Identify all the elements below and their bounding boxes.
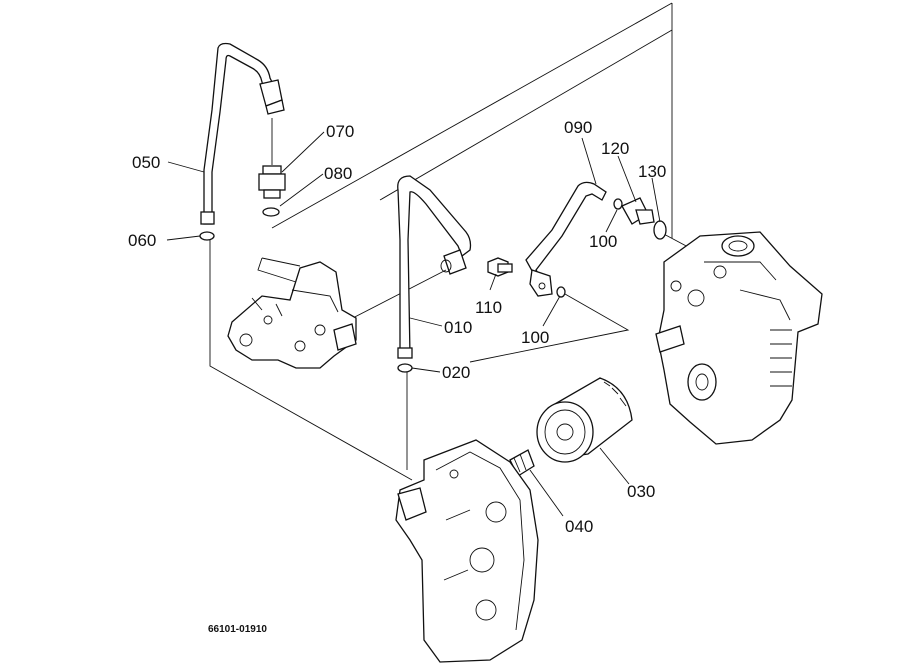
- o-ring-080[interactable]: [262, 207, 280, 217]
- label-080: 080: [324, 164, 352, 183]
- o-ring-130[interactable]: [653, 220, 667, 240]
- adapter-120[interactable]: [621, 197, 655, 225]
- label-090: 090: [564, 118, 592, 137]
- pipe-010[interactable]: [397, 175, 472, 359]
- label-030: 030: [627, 482, 655, 501]
- transmission-case[interactable]: [395, 439, 539, 663]
- o-ring-100-lower[interactable]: [556, 286, 566, 298]
- label-020: 020: [442, 363, 470, 382]
- hydraulic-pump[interactable]: [227, 257, 357, 369]
- label-070: 070: [326, 122, 354, 141]
- label-050: 050: [132, 153, 160, 172]
- label-110: 110: [475, 298, 502, 317]
- oil-filter-030[interactable]: [536, 377, 633, 463]
- label-060: 060: [128, 231, 156, 250]
- fitting-110[interactable]: [487, 257, 513, 277]
- label-120: 120: [601, 139, 629, 158]
- o-ring-060[interactable]: [199, 231, 215, 241]
- label-100-lower: 100: [521, 328, 549, 347]
- hst-pump[interactable]: [655, 231, 823, 445]
- pipe-090[interactable]: [525, 181, 607, 297]
- assembly-guide-lines: [209, 2, 691, 481]
- label-130: 130: [638, 162, 666, 181]
- drawing-number: 66101-01910: [208, 624, 267, 635]
- o-ring-100-upper[interactable]: [613, 198, 623, 210]
- label-040: 040: [565, 517, 593, 536]
- label-010: 010: [444, 318, 472, 337]
- leader-lines: [166, 131, 661, 517]
- label-100-upper: 100: [589, 232, 617, 251]
- o-ring-020[interactable]: [397, 363, 413, 373]
- fitting-070[interactable]: [258, 118, 286, 199]
- pipe-050[interactable]: [200, 42, 285, 225]
